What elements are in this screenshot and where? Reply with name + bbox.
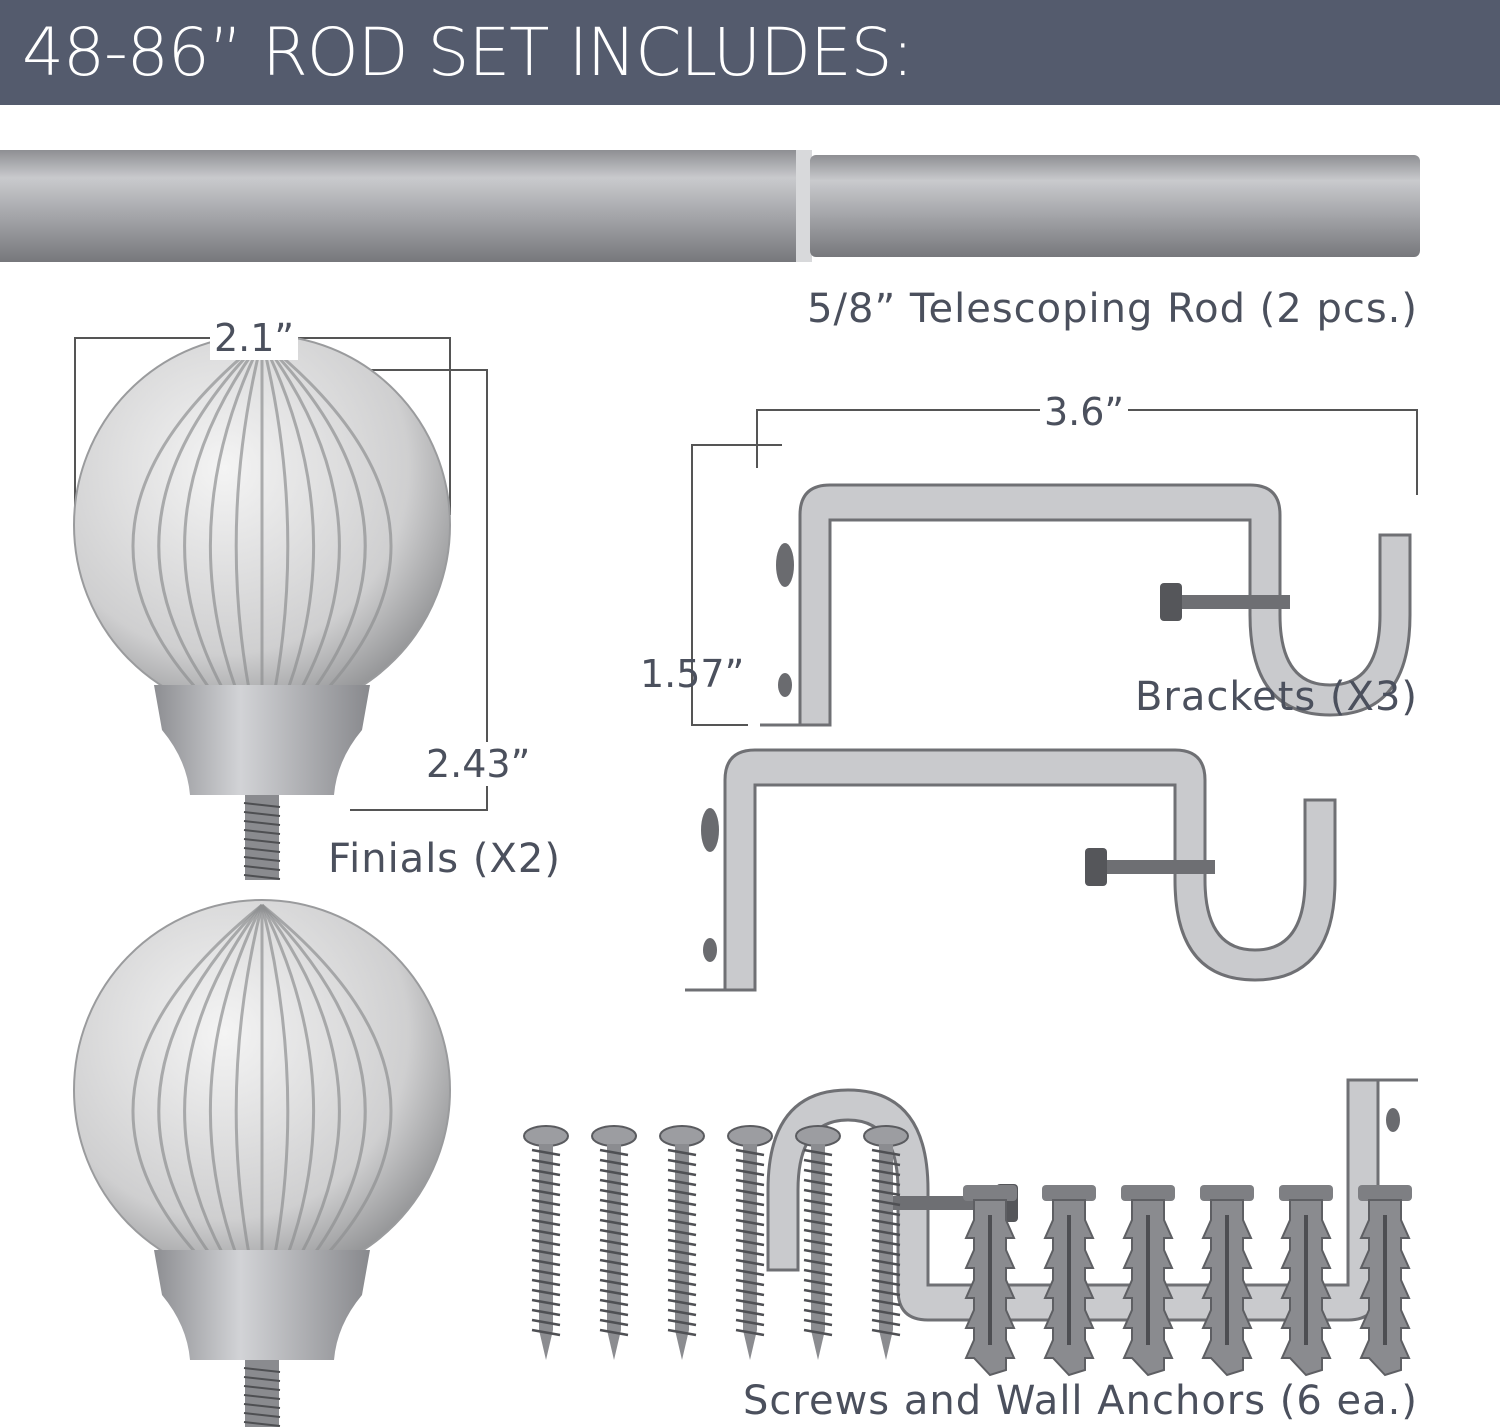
screws bbox=[523, 1125, 909, 1360]
wall-anchor bbox=[1121, 1185, 1175, 1377]
wall-anchor bbox=[963, 1185, 1017, 1377]
screw bbox=[727, 1125, 773, 1360]
screw bbox=[863, 1125, 909, 1360]
thumb-screw bbox=[1095, 860, 1215, 874]
thumb-screw bbox=[1170, 595, 1290, 609]
wall-anchor bbox=[1279, 1185, 1333, 1377]
screw bbox=[659, 1125, 705, 1360]
finial bbox=[73, 899, 451, 1427]
screw bbox=[795, 1125, 841, 1360]
header-banner: 48-86” ROD SET INCLUDES: bbox=[0, 0, 1500, 105]
wall-anchor bbox=[1358, 1185, 1412, 1377]
finial-base bbox=[154, 685, 370, 795]
brackets-label: Brackets (X3) bbox=[1134, 674, 1418, 720]
bracket bbox=[760, 483, 1412, 727]
wall-anchor bbox=[1042, 1185, 1096, 1377]
telescoping-rod bbox=[0, 150, 1420, 262]
finial bbox=[73, 334, 451, 880]
page-title: 48-86” ROD SET INCLUDES: bbox=[22, 14, 914, 91]
wall-anchors bbox=[963, 1185, 1412, 1377]
finial-height-dimension: 2.43” bbox=[422, 742, 535, 786]
rod-label: 5/8” Telescoping Rod (2 pcs.) bbox=[807, 286, 1418, 332]
bracket bbox=[685, 748, 1337, 992]
bracket-body bbox=[685, 748, 1337, 992]
wall-anchor bbox=[1200, 1185, 1254, 1377]
finial-width-dimension: 2.1” bbox=[210, 316, 299, 360]
finials bbox=[73, 334, 451, 1427]
finials-label: Finials (X2) bbox=[328, 836, 561, 882]
bracket-height-dimension: 1.57” bbox=[640, 652, 745, 696]
hardware-label: Screws and Wall Anchors (6 ea.) bbox=[743, 1378, 1418, 1424]
screw bbox=[523, 1125, 569, 1360]
bracket-depth-dimension: 3.6” bbox=[1040, 390, 1129, 434]
screw bbox=[591, 1125, 637, 1360]
finial-base bbox=[154, 1250, 370, 1360]
